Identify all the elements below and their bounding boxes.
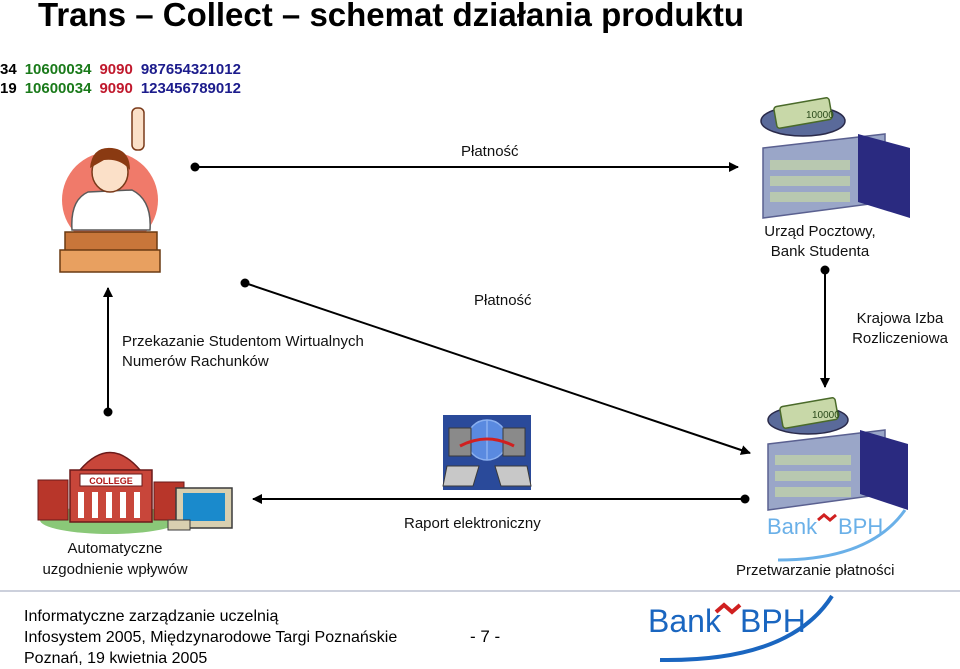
auto-reconciliation-label: Automatyczne uzgodnienie wpływów <box>20 538 210 580</box>
transfer-line-2: Numerów Rachunków <box>122 353 269 370</box>
page-number: - 7 - <box>470 627 501 646</box>
connector-diagonal <box>240 278 751 455</box>
bank-building-bottom-icon: 10000 <box>767 397 908 511</box>
bank-logo-word: BPH <box>838 514 883 539</box>
account-bank-code: 10600034 <box>24 61 92 78</box>
account-number: 987654321012 <box>140 61 241 78</box>
footer-text: Informatyczne zarządzanie uczelnią Infos… <box>24 606 397 669</box>
bank-logo-word: Bank <box>767 514 818 539</box>
college-icon: COLLEGE <box>37 451 233 534</box>
connector-vertical-left <box>103 287 113 417</box>
network-exchange-icon <box>442 415 532 490</box>
transfer-line-1: Przekazanie Studentom Wirtualnych <box>122 333 364 350</box>
bank-bph-logo-large: Bank BPH <box>648 594 834 663</box>
account-branch-code: 9090 <box>99 80 133 97</box>
page-title: Trans – Collect – schemat działania prod… <box>38 0 745 33</box>
post-office-line-2: Bank Studenta <box>770 243 870 260</box>
clearing-house-line-1: Krajowa Izba <box>856 310 944 327</box>
account-row-1: 34 10600034 9090 987654321012 <box>0 61 249 78</box>
bank-building-top-icon: 10000 <box>760 97 910 219</box>
payment-label-middle: Płatność <box>474 292 532 309</box>
bank-logo-word: BPH <box>740 603 806 639</box>
post-office-line-1: Urząd Pocztowy, <box>764 223 876 240</box>
footer-line-1: Informatyczne zarządzanie uczelnią <box>24 608 279 625</box>
banknote-value: 10000 <box>806 110 834 121</box>
connector-bottom <box>252 494 750 504</box>
connector-vertical-right <box>820 265 830 388</box>
footer-line-3: Poznań, 19 kwietnia 2005 <box>24 650 208 667</box>
clearing-house-label: Krajowa Izba Rozliczeniowa <box>830 309 960 349</box>
account-control-digits: 19 <box>0 80 17 97</box>
auto-reconciliation-line-2: uzgodnienie wpływów <box>42 561 188 578</box>
payment-label-top: Płatność <box>461 143 519 160</box>
account-control-digits: 34 <box>0 61 17 78</box>
account-branch-code: 9090 <box>99 61 133 78</box>
processing-label: Przetwarzanie płatności <box>736 562 895 579</box>
banknote-value: 10000 <box>812 410 840 421</box>
connector-top <box>190 162 739 172</box>
bank-bph-logo-small: Bank BPH <box>767 509 907 562</box>
post-office-label: Urząd Pocztowy, Bank Studenta <box>740 222 900 262</box>
report-label: Raport elektroniczny <box>404 515 541 532</box>
account-number: 123456789012 <box>140 80 241 97</box>
auto-reconciliation-line-1: Automatyczne <box>67 540 163 557</box>
clearing-house-line-2: Rozliczeniowa <box>852 330 948 347</box>
account-row-2: 19 10600034 9090 123456789012 <box>0 80 249 97</box>
college-sign-text: COLLEGE <box>89 476 133 486</box>
account-bank-code: 10600034 <box>24 80 92 97</box>
student-icon <box>59 107 161 273</box>
footer-line-2: Infosystem 2005, Międzynarodowe Targi Po… <box>24 629 398 646</box>
bank-logo-word: Bank <box>648 603 722 639</box>
transfer-label: Przekazanie Studentom Wirtualnych Numeró… <box>122 332 364 372</box>
